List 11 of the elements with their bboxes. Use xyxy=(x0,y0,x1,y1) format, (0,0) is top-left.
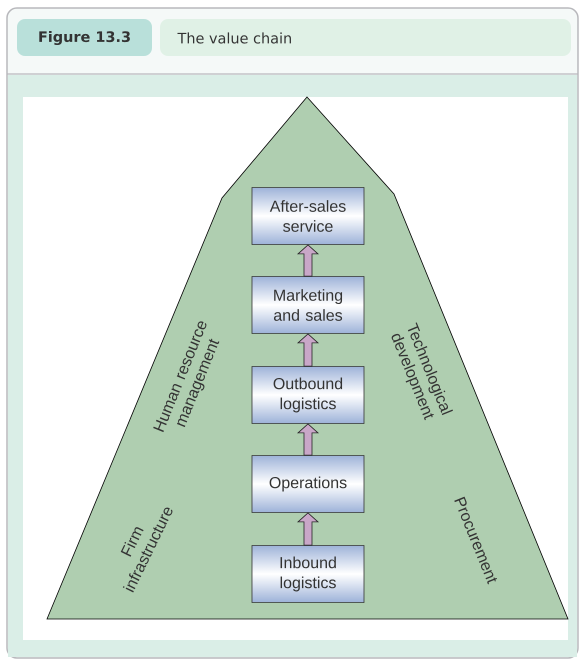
block-arrow xyxy=(296,333,320,366)
activity-box: Marketing and sales xyxy=(252,276,364,334)
activity-box: Outbound logistics xyxy=(252,366,364,424)
title-tab: The value chain xyxy=(160,19,571,56)
activity-box: Inbound logistics xyxy=(252,545,364,603)
block-arrow xyxy=(296,512,320,546)
activity-box: After-sales service xyxy=(252,187,364,245)
block-arrow xyxy=(296,423,320,456)
activity-box: Operations xyxy=(252,455,364,513)
block-arrow xyxy=(296,244,320,276)
figure-number-tab: Figure 13.3 xyxy=(17,19,152,56)
